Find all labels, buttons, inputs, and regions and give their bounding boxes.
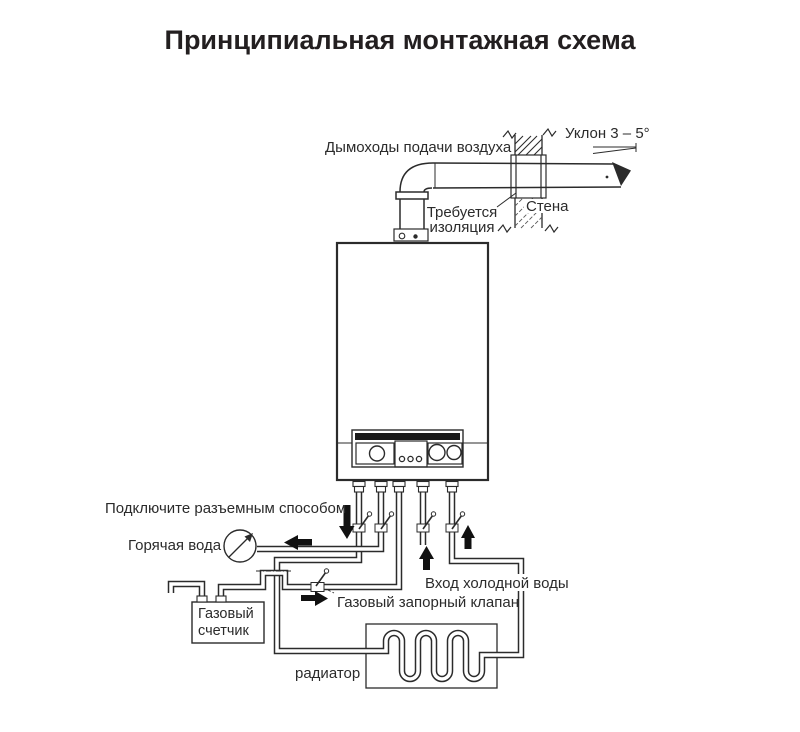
cold-water-valve bbox=[416, 511, 437, 533]
panel-top-strip bbox=[355, 433, 460, 440]
hot-water-tap-icon bbox=[223, 529, 257, 563]
union-2 bbox=[374, 480, 388, 493]
union-4 bbox=[416, 480, 430, 493]
hot-water-valve bbox=[374, 511, 395, 533]
gas-meter-box bbox=[191, 601, 265, 644]
boiler-body bbox=[335, 241, 490, 482]
flow-arrows bbox=[284, 505, 475, 606]
union-5 bbox=[445, 480, 459, 493]
heating-supply-pipe bbox=[273, 492, 486, 683]
flow-arrow-down-icon bbox=[339, 505, 355, 539]
label-slope: Уклон 3 – 5° bbox=[565, 125, 650, 142]
flue-terminal-tip bbox=[612, 162, 631, 186]
label-flue: Дымоходы подачи воздуха bbox=[325, 139, 512, 156]
panel-display bbox=[394, 440, 428, 468]
label-cold-water: Вход холодной воды bbox=[425, 575, 569, 592]
pipe-unions bbox=[196, 480, 459, 603]
label-insulation-line2: изоляция bbox=[429, 219, 494, 236]
panel-button-1 bbox=[398, 455, 406, 463]
label-hot-water: Горячая вода bbox=[128, 537, 222, 554]
union-1 bbox=[352, 480, 366, 493]
meter-union-right bbox=[215, 595, 227, 603]
union-3 bbox=[392, 480, 406, 493]
flue-collar bbox=[393, 228, 429, 242]
flue-assembly bbox=[393, 143, 637, 242]
panel-knob-right bbox=[446, 444, 462, 461]
gas-pipe bbox=[217, 492, 403, 602]
wall-break-marks bbox=[497, 127, 559, 234]
label-insulation-line1: Требуется bbox=[427, 204, 498, 221]
heating-return-valve bbox=[445, 511, 466, 533]
labels: Дымоходы подачи воздуха Уклон 3 – 5° Тре… bbox=[105, 125, 650, 682]
wall-sleeve bbox=[510, 154, 547, 199]
wall-hatching-upper bbox=[514, 135, 543, 158]
slope-indicator bbox=[592, 143, 637, 154]
label-connect: Подключите разъемным способом bbox=[105, 500, 346, 517]
label-gas-meter-line1: Газовый bbox=[198, 606, 254, 622]
panel-knob-left bbox=[368, 445, 386, 462]
flue-coupling bbox=[395, 191, 429, 200]
label-gas-valve: Газовый запорный клапан bbox=[337, 594, 519, 611]
panel-knob-middle bbox=[428, 443, 446, 462]
panel-button-3 bbox=[415, 455, 423, 463]
flow-arrow-right-icon bbox=[301, 591, 328, 606]
meter-union-left bbox=[196, 595, 208, 603]
label-radiator: радиатор bbox=[295, 665, 360, 682]
flue-elbow bbox=[399, 162, 434, 193]
label-gas-meter-line2: счетчик bbox=[198, 623, 250, 639]
service-valves bbox=[310, 511, 466, 594]
page-title: Принципиальная монтажная схема bbox=[165, 25, 637, 55]
label-wall: Стена bbox=[526, 198, 569, 215]
insulation-leader-line bbox=[496, 192, 517, 208]
flow-arrow-left-icon bbox=[284, 535, 312, 550]
boiler bbox=[335, 241, 490, 482]
heating-return-pipe bbox=[448, 492, 525, 671]
control-panel bbox=[351, 429, 464, 468]
gas-shutoff-valve bbox=[310, 568, 335, 594]
gas-street-pipe bbox=[167, 580, 206, 602]
flow-arrow-up-cold-icon bbox=[419, 546, 434, 570]
panel-button-2 bbox=[407, 455, 414, 463]
flow-arrow-up-return-icon bbox=[461, 525, 475, 549]
